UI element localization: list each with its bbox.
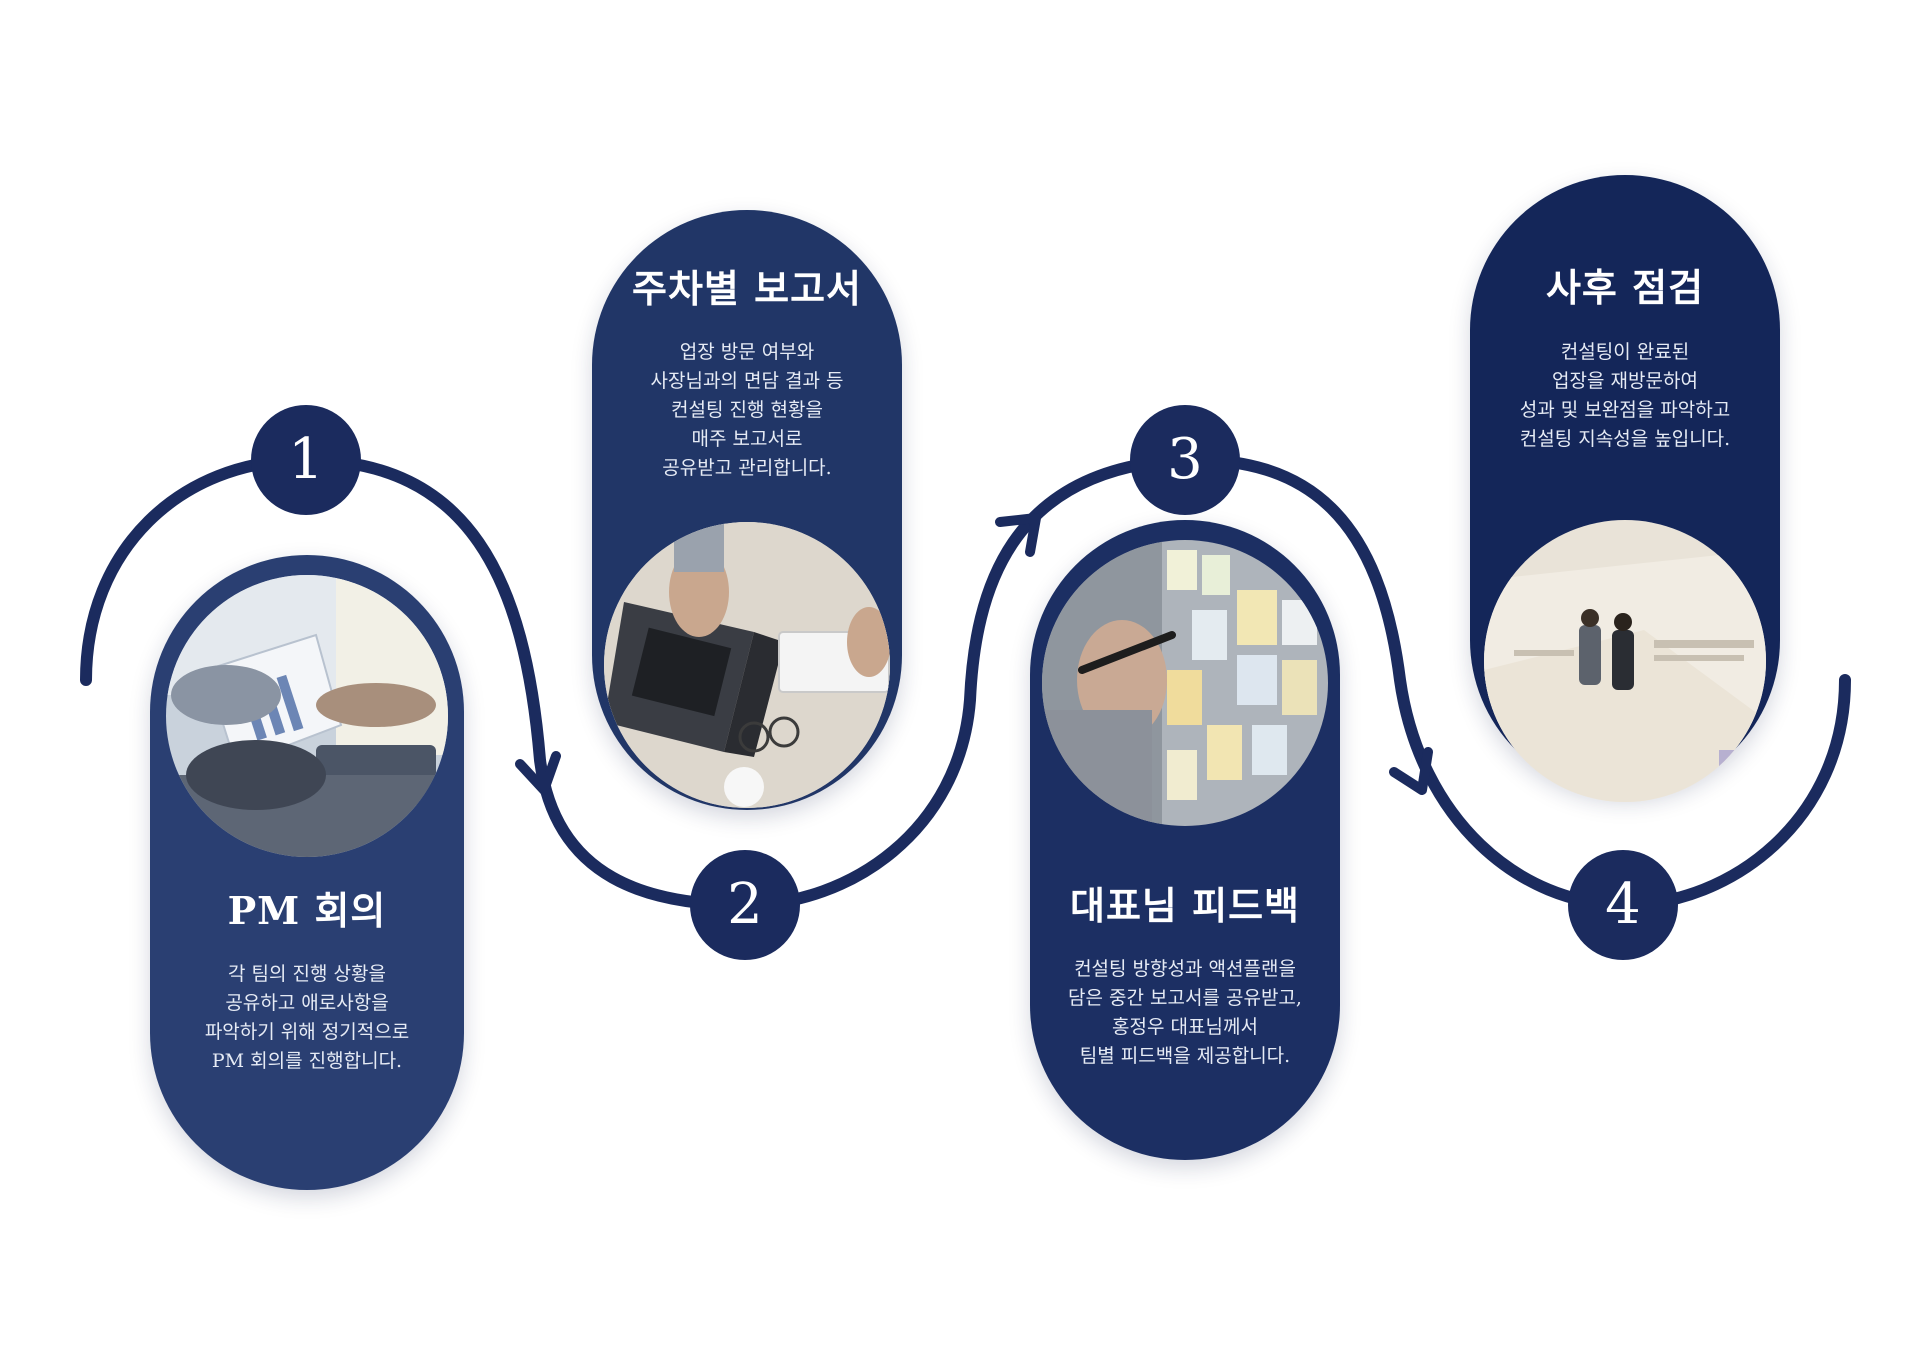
step-number-badge: 4 xyxy=(1568,850,1678,960)
step-title: PM 회의 xyxy=(227,888,387,933)
step-number-badge: 3 xyxy=(1130,405,1240,515)
step-description: 컨설팅 방향성과 액션플랜을 담은 중간 보고서를 공유받고, 홍정우 대표님께… xyxy=(1068,958,1302,1067)
step-title: 사후 점검 xyxy=(1545,265,1705,310)
arrow-head-right-2 xyxy=(1389,747,1433,795)
step-card-ceo-feedback: 대표님 피드백 컨설팅 방향성과 액션플랜을 담은 중간 보고서를 공유받고, … xyxy=(1030,520,1340,1160)
step-card-pm-meeting: PM 회의 각 팀의 진행 상황을 공유하고 애로사항을 파악하기 위해 정기적… xyxy=(150,555,464,1190)
arrow-head-up xyxy=(995,513,1041,557)
step-description: 업장 방문 여부와 사장님과의 면담 결과 등 컨설팅 진행 현황을 매주 보고… xyxy=(650,341,844,479)
step-card-follow-up-check: 사후 점검 컨설팅이 완료된 업장을 재방문하여 성과 및 보완점을 파악하고 … xyxy=(1470,175,1780,802)
step-title: 주차별 보고서 xyxy=(632,266,862,311)
business-meeting-chart-photo xyxy=(166,575,448,857)
arrow-head-right-1 xyxy=(515,751,561,795)
step-number-badge: 2 xyxy=(690,850,800,960)
step-card-weekly-report: 주차별 보고서 업장 방문 여부와 사장님과의 면담 결과 등 컨설팅 진행 현… xyxy=(592,210,902,810)
handshake-figurines-photo xyxy=(1484,520,1766,802)
step-description: 컨설팅이 완료된 업장을 재방문하여 성과 및 보완점을 파악하고 컨설팅 지속… xyxy=(1519,341,1731,450)
laptop-desk-photo xyxy=(604,522,890,808)
sticky-notes-pen-photo xyxy=(1042,540,1328,826)
step-description: 각 팀의 진행 상황을 공유하고 애로사항을 파악하기 위해 정기적으로 PM … xyxy=(204,963,410,1072)
step-title: 대표님 피드백 xyxy=(1070,883,1300,928)
step-number-badge: 1 xyxy=(251,405,361,515)
